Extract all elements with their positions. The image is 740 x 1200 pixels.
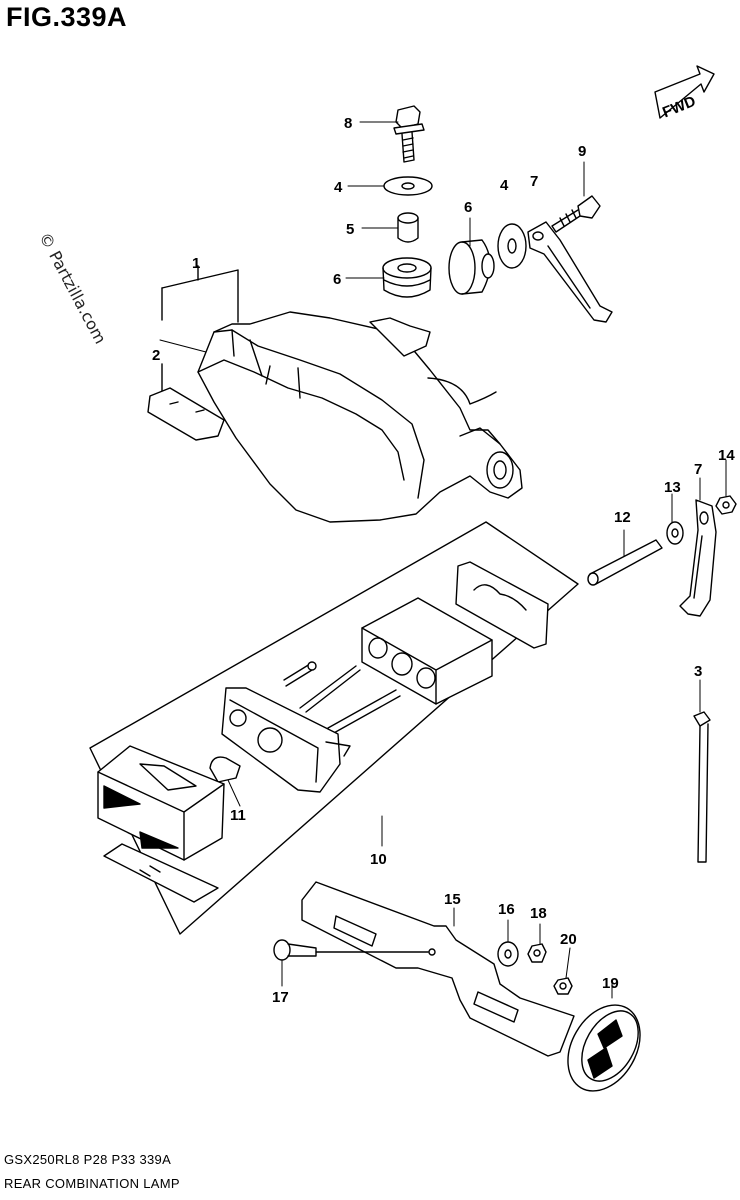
grommet-part-6a [382,257,432,298]
callout-20: 20 [560,931,577,948]
callout-12: 12 [614,509,631,526]
callout-10: 10 [370,851,387,868]
callout-9: 9 [578,143,586,160]
callout-8: 8 [344,115,352,132]
fwd-arrow: FWD [654,65,715,121]
lamp-screws [283,661,401,735]
callout-6b: 6 [464,199,472,216]
bracket-part-15 [301,881,575,1057]
nut-part-20 [553,977,573,995]
callout-19: 19 [602,975,619,992]
callout-4b: 4 [500,177,509,194]
screw-part-9 [551,195,601,233]
callout-6a: 6 [333,271,341,288]
bolt-part-8 [393,105,425,163]
lamp-base-socket [221,687,351,793]
callout-numbers: 8 4 5 6 6 4 7 9 1 2 14 7 13 12 3 11 10 1… [152,115,735,1006]
lamp-body [361,597,493,705]
callout-18: 18 [530,905,547,922]
bracket-part-7b [679,499,717,617]
license-lamp-lens [97,745,225,861]
callout-13: 13 [664,479,681,496]
callout-7a: 7 [530,173,538,190]
washer-part-4 [383,176,433,196]
diagram-code: GSX250RL8 P28 P33 339A [4,1152,172,1167]
callout-1: 1 [192,255,200,272]
lamp-housing-assembly [197,311,523,523]
callout-3: 3 [694,663,702,680]
nut-part-14 [715,495,737,515]
pin-part-12 [587,539,663,586]
callout-11: 11 [230,807,246,824]
lens-plate [103,843,219,903]
callout-14: 14 [718,447,735,464]
bulb-part-11 [209,756,241,783]
washer-part-13 [666,521,684,545]
plate-part-2 [147,387,225,441]
washer-part-16 [497,941,519,967]
figure-title: FIG.339A [6,2,128,32]
collar-part-5 [397,212,419,243]
callout-15: 15 [444,891,461,908]
lens-cover [455,561,549,649]
callout-leaders-1-2 [161,265,239,393]
grommet-part-6b [448,239,495,295]
callout-4a: 4 [334,179,343,196]
bracket-part-7a [527,221,613,323]
leader-lines [159,121,727,999]
nut-part-18 [527,943,547,963]
washer-part-4b [497,223,527,269]
diagram-name: REAR COMBINATION LAMP [4,1176,180,1191]
callout-7b: 7 [694,461,702,478]
callout-17: 17 [272,989,289,1006]
callout-2: 2 [152,347,160,364]
callout-5: 5 [346,221,354,238]
cable-tie-part-3 [693,711,711,863]
reflector-part-19 [567,1004,641,1092]
callout-16: 16 [498,901,515,918]
